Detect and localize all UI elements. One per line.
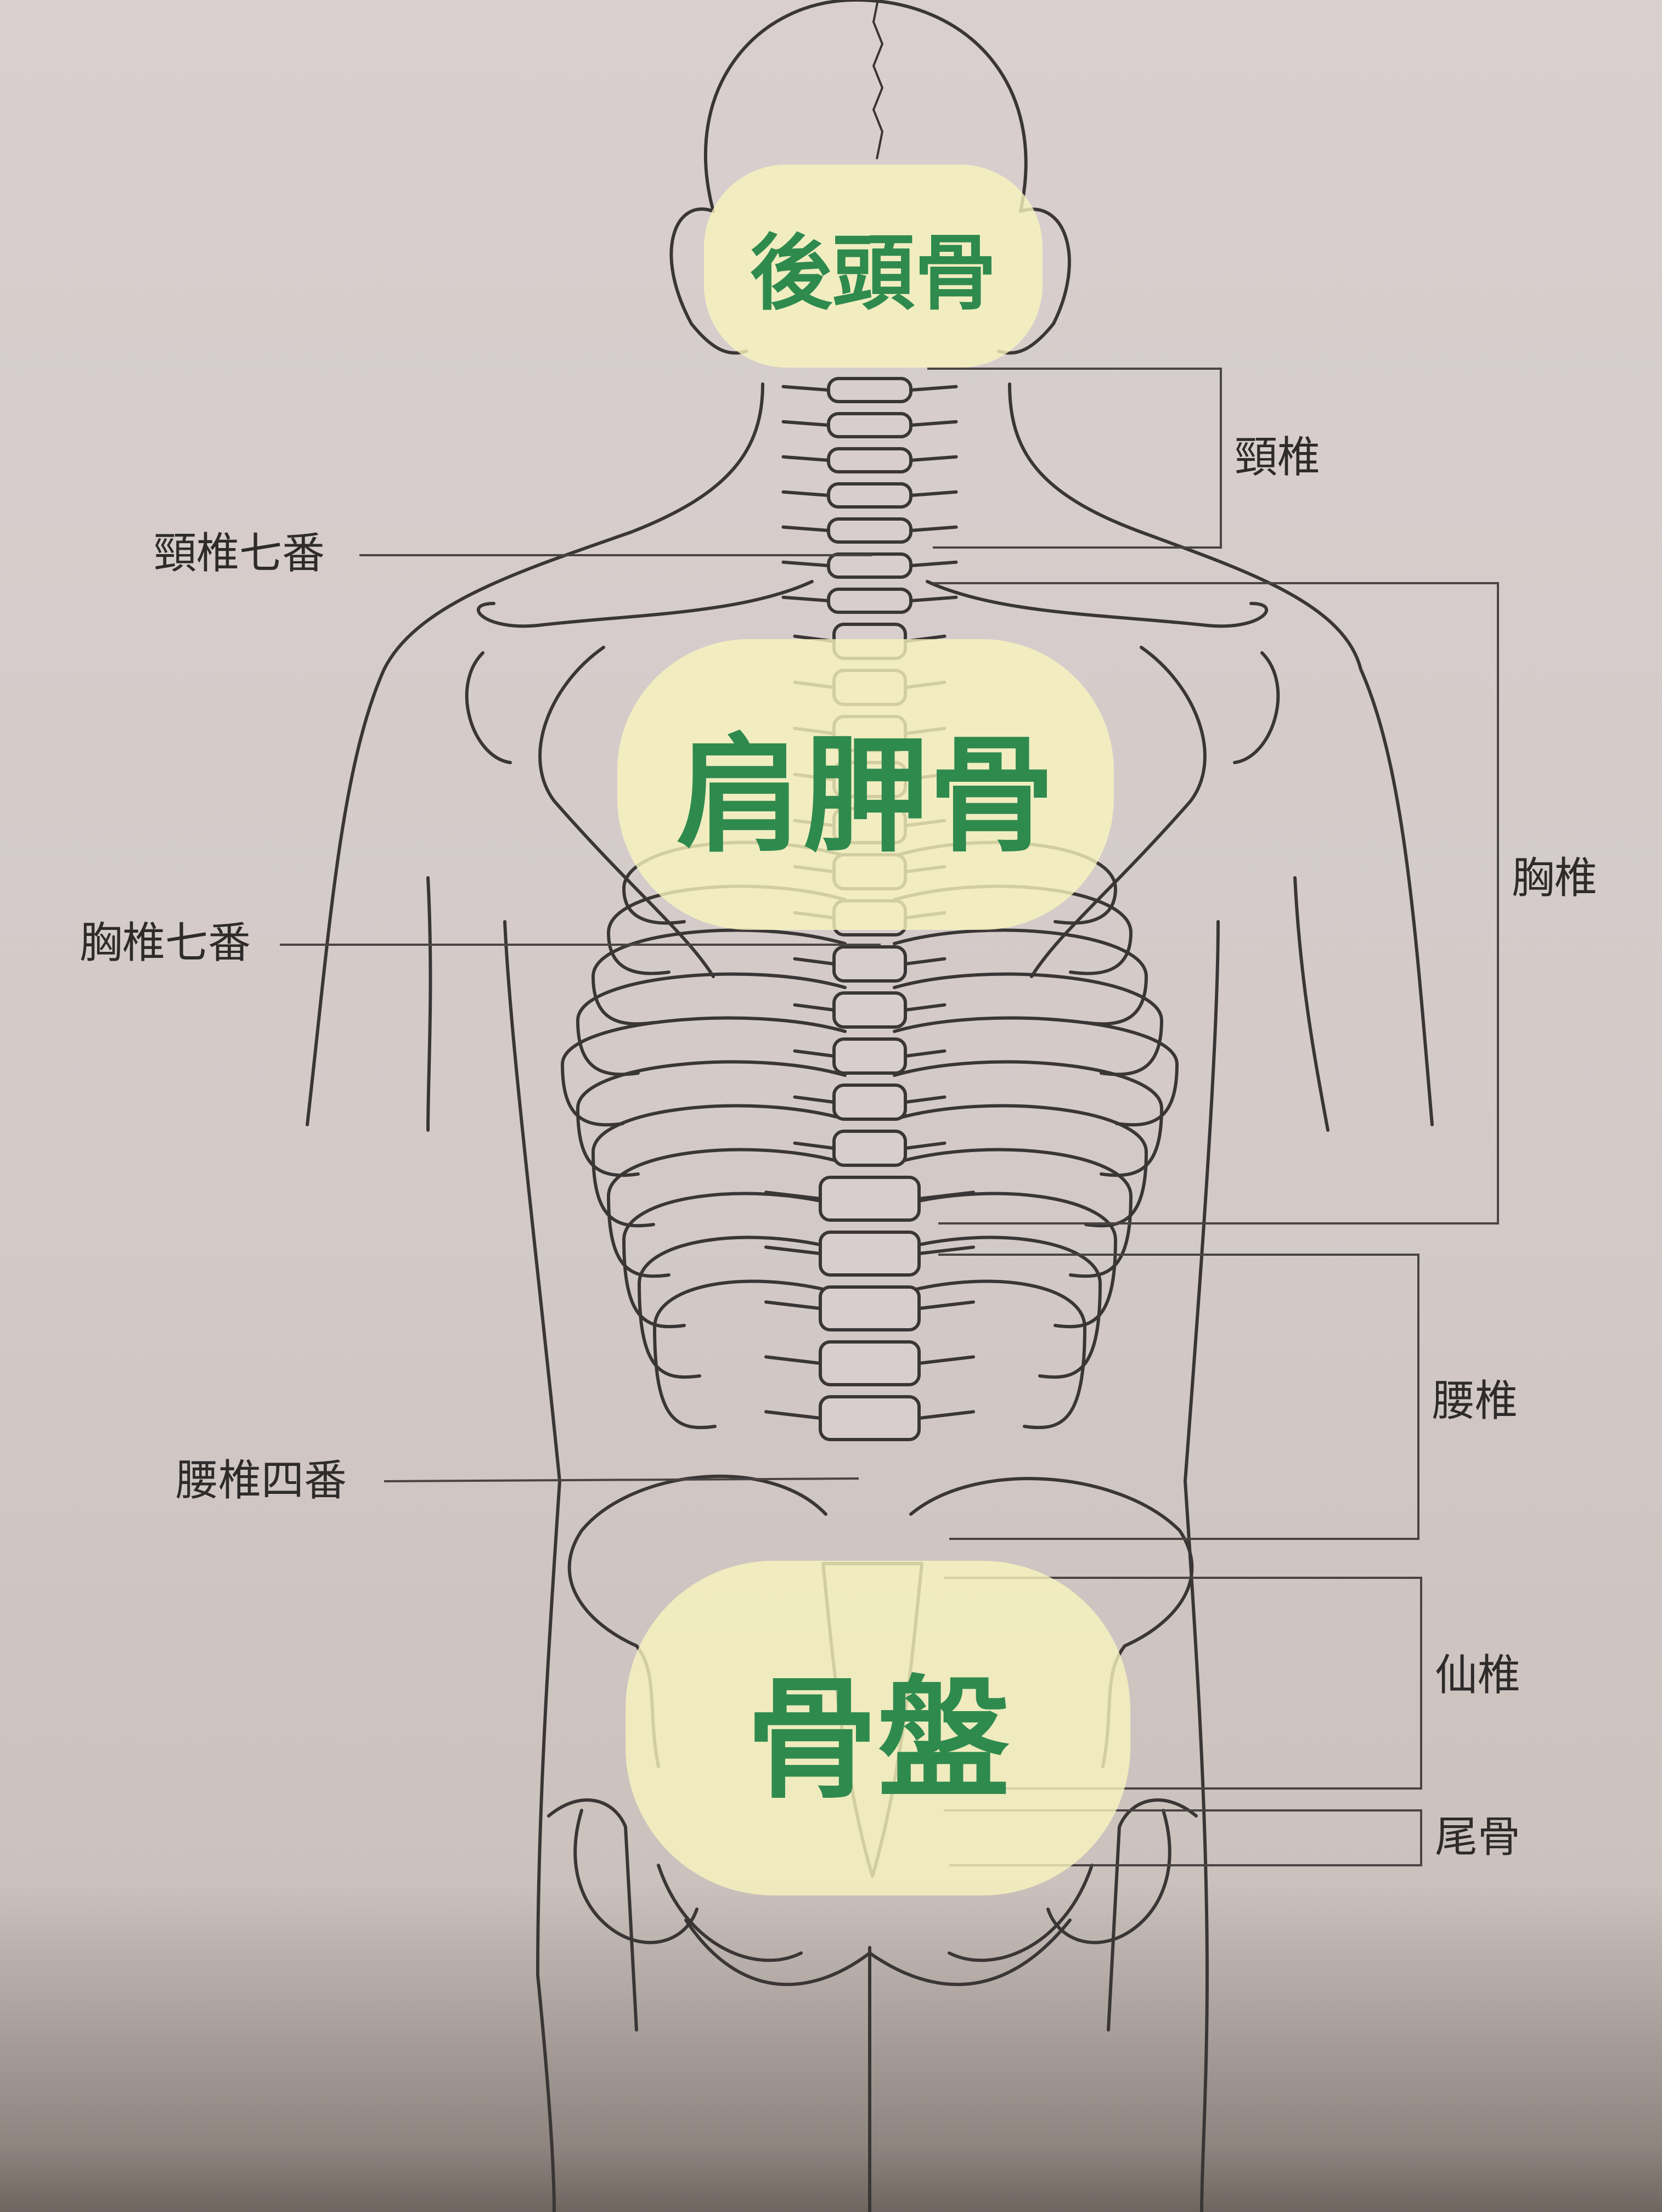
coccyx-label: 尾骨 <box>1435 1813 1521 1862</box>
scapula-highlight: 肩胛骨 <box>617 639 1114 930</box>
vertebra-process <box>793 1095 947 1104</box>
rib-line <box>893 1279 1086 1430</box>
vertebra-process <box>764 1355 975 1365</box>
rib-line <box>893 1104 1148 1228</box>
vertebra-process <box>781 490 958 497</box>
vertebra-process <box>764 1410 975 1420</box>
rib-line <box>893 972 1163 1076</box>
skull-suture <box>872 0 884 160</box>
vertebra-process <box>764 1190 975 1200</box>
rib-line <box>561 1016 847 1127</box>
vertebra-process <box>781 420 958 427</box>
body-outline <box>306 0 1434 2212</box>
rib-line <box>576 1060 847 1177</box>
vertebra <box>819 1340 921 1386</box>
pelvis-highlight: 骨盤 <box>626 1561 1130 1895</box>
rib-line <box>893 1192 1117 1329</box>
vertebra-process <box>781 595 958 602</box>
rib-line <box>607 1148 847 1278</box>
rib-line <box>893 1235 1102 1379</box>
vertebra <box>832 945 907 983</box>
cervical-label: 頸椎 <box>1235 433 1321 482</box>
vertebra-process <box>764 1300 975 1310</box>
vertebra <box>827 447 912 473</box>
rib-line <box>893 1060 1163 1177</box>
vertebra <box>827 552 912 579</box>
t7-label: 胸椎七番 <box>80 918 251 968</box>
vertebra-process <box>793 1003 947 1012</box>
vertebra-process <box>793 1141 947 1150</box>
vertebra-process <box>781 525 958 532</box>
rib-line <box>893 1148 1133 1278</box>
rib-line <box>591 1104 847 1228</box>
vertebra-process <box>781 385 958 392</box>
vertebra-process <box>793 1049 947 1058</box>
thoracic-label: 胸椎 <box>1512 854 1598 903</box>
pelvis-label: 骨盤 <box>746 1661 1010 1816</box>
vertebra-process <box>764 1245 975 1255</box>
vertebra <box>832 991 907 1029</box>
scapula-label: 肩胛骨 <box>676 721 1055 870</box>
left-leader-lines <box>280 554 881 1482</box>
vertebra-process <box>793 957 947 966</box>
vertebra <box>832 1130 907 1167</box>
vertebra <box>827 412 912 438</box>
rib-line <box>653 1279 847 1430</box>
sacral-label: 仙椎 <box>1435 1651 1521 1700</box>
vertebra-process <box>781 560 958 567</box>
vertebra <box>827 377 912 403</box>
vertebra <box>832 1037 907 1075</box>
l4-label: 腰椎四番 <box>176 1456 347 1505</box>
occipital-bone-label: 後頭骨 <box>750 224 997 321</box>
rib-line <box>638 1235 847 1379</box>
right-brackets <box>927 368 1499 1866</box>
vertebra <box>819 1176 921 1222</box>
rib-cage <box>561 840 1179 1430</box>
vertebra <box>827 517 912 544</box>
rib-line <box>893 1016 1179 1127</box>
vertebra <box>832 1084 907 1121</box>
rib-line <box>576 972 847 1076</box>
c7-label: 頸椎七番 <box>154 529 325 578</box>
rib-line <box>591 928 847 1026</box>
rib-line <box>893 928 1148 1026</box>
vertebra <box>819 1231 921 1277</box>
vertebra <box>819 1395 921 1441</box>
vertebra-process <box>781 455 958 462</box>
occipital-bone-highlight: 後頭骨 <box>704 165 1043 368</box>
vertebra <box>827 588 912 614</box>
vertebra <box>827 482 912 509</box>
vertebra <box>819 1285 921 1331</box>
lumbar-label: 腰椎 <box>1432 1376 1518 1426</box>
rib-line <box>622 1192 847 1329</box>
